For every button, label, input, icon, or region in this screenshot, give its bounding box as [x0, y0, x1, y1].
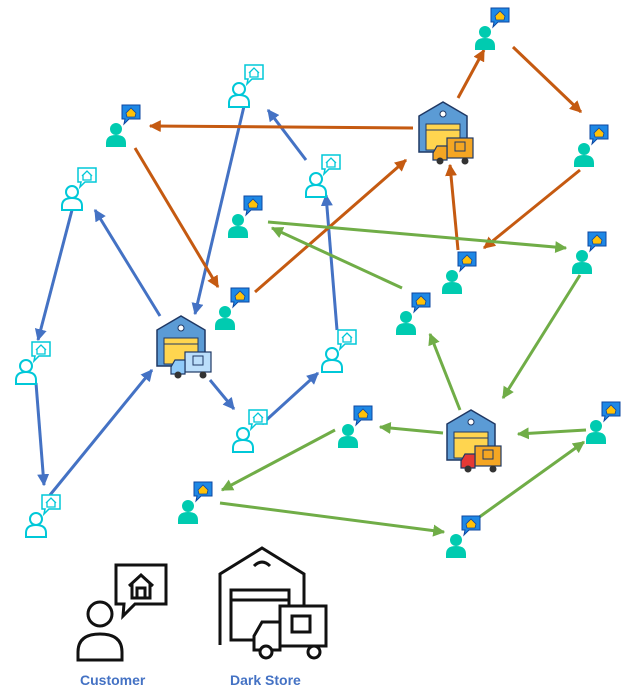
customer-icon	[396, 292, 431, 335]
home-speech-bubble-icon	[457, 251, 477, 273]
home-speech-bubble-icon	[601, 401, 621, 423]
route-arrow	[428, 332, 462, 411]
route-arrow	[378, 422, 444, 435]
home-speech-bubble-icon	[121, 104, 141, 126]
route-arrow	[133, 147, 220, 289]
home-speech-bubble-icon	[41, 494, 61, 517]
nodes-layer	[15, 7, 621, 558]
home-speech-bubble-icon	[490, 7, 510, 29]
route-arrow	[456, 48, 486, 99]
customer-icon	[572, 231, 607, 274]
route-arrow	[445, 163, 460, 251]
customer-icon	[215, 287, 250, 330]
route-arrow	[260, 371, 320, 426]
route-arrow	[219, 501, 446, 537]
legend-dark-store-icon	[218, 546, 328, 660]
home-speech-bubble-icon	[243, 195, 263, 217]
route-arrow	[93, 208, 162, 317]
orange-dark-store-icon	[418, 101, 474, 165]
customer-icon	[442, 251, 477, 294]
customer-icon	[232, 409, 268, 453]
home-speech-bubble-icon	[353, 405, 373, 427]
customer-icon	[321, 329, 357, 373]
home-speech-bubble-icon	[321, 154, 341, 177]
route-arrow	[511, 45, 583, 114]
route-arrow	[516, 427, 587, 440]
route-arrow	[34, 209, 74, 342]
legend	[76, 546, 328, 662]
green-dark-store-icon	[446, 409, 502, 473]
home-speech-bubble-icon	[589, 124, 609, 146]
route-arrow	[270, 226, 403, 290]
legend-customer-icon	[76, 563, 168, 662]
customer-icon	[475, 7, 510, 50]
customer-icon	[338, 405, 373, 448]
customer-icon	[305, 154, 341, 198]
home-speech-bubble-icon	[587, 231, 607, 253]
legend-customer-label: Customer	[80, 672, 146, 688]
blue-dark-store-icon	[156, 315, 212, 379]
route-arrow	[220, 428, 336, 492]
customer-icon	[15, 341, 51, 385]
customer-icon	[178, 481, 213, 524]
home-speech-bubble-icon	[31, 341, 51, 364]
route-arrow	[48, 369, 154, 496]
route-arrow	[483, 168, 581, 250]
customer-icon	[106, 104, 141, 147]
legend-dark-store-label: Dark Store	[230, 672, 301, 688]
route-arrow	[208, 379, 236, 410]
customer-icon	[574, 124, 609, 167]
delivery-truck-icon	[432, 137, 474, 165]
home-speech-bubble-icon	[461, 515, 481, 537]
home-speech-bubble-icon	[77, 167, 97, 190]
customer-icon	[446, 515, 481, 558]
home-speech-bubble-icon	[230, 287, 250, 309]
customer-icon	[586, 401, 621, 444]
customer-icon	[61, 167, 97, 211]
route-arrow	[267, 220, 568, 254]
orange-routes	[133, 45, 583, 294]
green-routes	[219, 220, 587, 537]
delivery-truck-icon	[460, 445, 502, 473]
home-speech-bubble-icon	[411, 292, 431, 314]
customer-icon	[228, 195, 263, 238]
route-arrow	[148, 120, 414, 133]
home-speech-bubble-icon	[337, 329, 357, 352]
home-speech-bubble-icon	[244, 64, 264, 87]
route-arrow	[34, 382, 50, 487]
customer-icon	[228, 64, 264, 108]
route-arrow	[191, 101, 247, 316]
route-arrow	[266, 109, 308, 161]
home-speech-bubble-icon	[248, 409, 268, 432]
blue-routes	[34, 101, 339, 496]
delivery-truck-icon	[170, 351, 212, 379]
route-arrow	[501, 274, 582, 400]
route-arrow	[477, 440, 585, 520]
home-speech-bubble-icon	[193, 481, 213, 503]
route-arrow	[320, 193, 339, 331]
customer-icon	[25, 494, 61, 538]
